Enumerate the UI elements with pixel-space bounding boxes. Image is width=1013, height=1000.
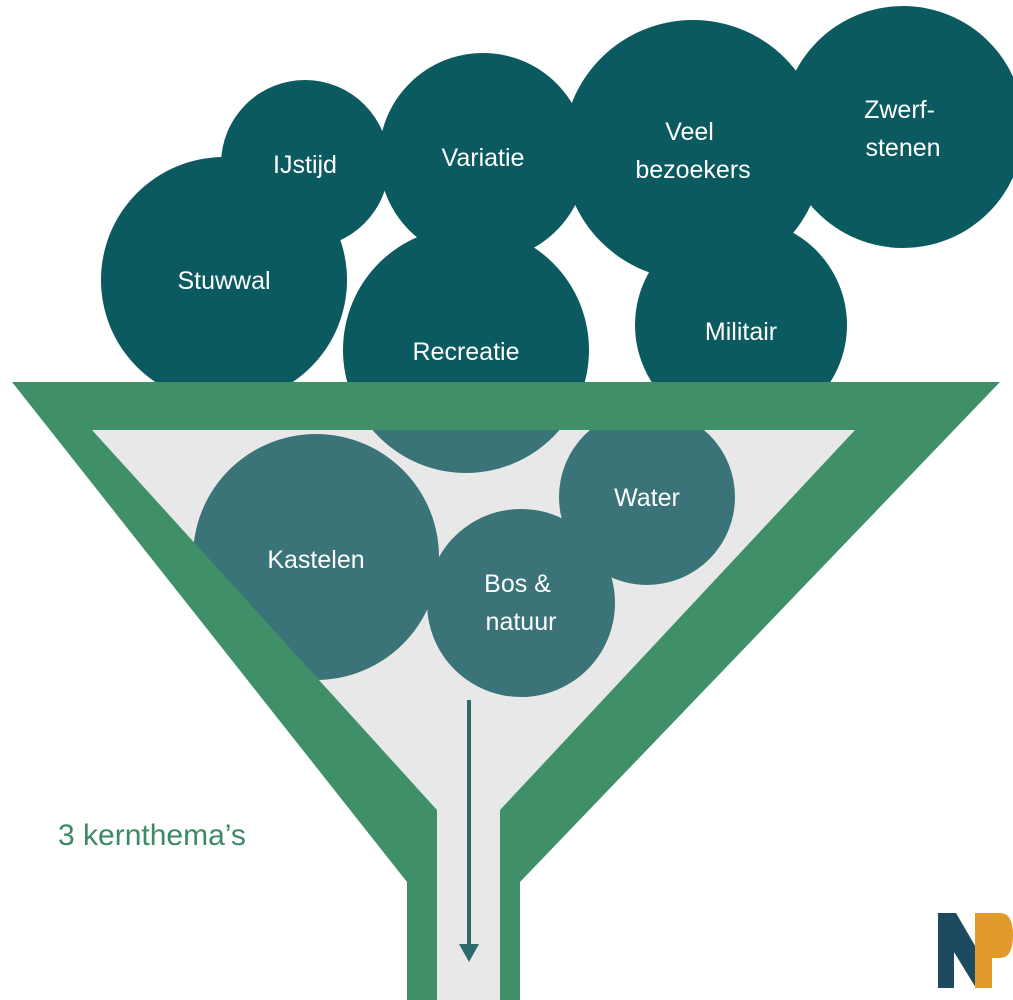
funnel-frame bbox=[12, 382, 1000, 1000]
bubble-militair-line-1: Militair bbox=[705, 318, 777, 346]
bubble-recreatie-label: Recreatie bbox=[413, 338, 520, 366]
bubble-kastelen-label: Kastelen bbox=[267, 546, 364, 574]
bubble-stuwwal-line-1: Stuwwal bbox=[177, 267, 270, 295]
bubble-kastelen-line-1: Kastelen bbox=[267, 546, 364, 574]
bubble-bos-natuur: Bos & natuur bbox=[427, 509, 615, 697]
bubble-veel-bezoekers-line-1: Veel bbox=[665, 118, 714, 146]
bubble-variatie: Variatie bbox=[379, 53, 587, 261]
np-logo-icon bbox=[938, 913, 1013, 988]
bubble-bos-natuur-label: Bos & natuur bbox=[484, 570, 558, 636]
bubble-variatie-circle bbox=[379, 53, 587, 261]
bubble-ijstijd-circle bbox=[221, 80, 389, 248]
bubble-ijstijd-label: IJstijd bbox=[273, 151, 337, 179]
bubble-stuwwal-label: Stuwwal bbox=[177, 267, 270, 295]
bubble-bos-natuur-line-2: natuur bbox=[486, 608, 557, 636]
bubble-militair-label: Militair bbox=[705, 318, 777, 346]
bubble-ijstijd-line-1: IJstijd bbox=[273, 151, 337, 179]
bubble-militair-circle bbox=[635, 219, 847, 431]
bubble-zwerfstenen: Zwerf- stenen bbox=[782, 6, 1013, 248]
bubble-variatie-label: Variatie bbox=[442, 144, 525, 172]
bubble-water: Water bbox=[559, 409, 735, 585]
bubble-recreatie: Recreatie bbox=[343, 227, 589, 473]
bubble-recreatie-circle bbox=[343, 227, 589, 382]
bubble-veel-bezoekers-label: Veel bezoekers bbox=[635, 118, 750, 184]
bubble-militair: Militair bbox=[635, 219, 847, 431]
caption-kernthemas: 3 kernthema’s bbox=[58, 819, 246, 852]
bubble-zwerfstenen-line-1: Zwerf- bbox=[864, 96, 935, 124]
down-arrow-icon bbox=[459, 700, 479, 962]
bubble-ijstijd: IJstijd bbox=[221, 80, 389, 248]
bubble-water-circle bbox=[559, 409, 735, 585]
bubble-water-label: Water bbox=[614, 484, 680, 512]
bubble-zwerfstenen-line-2: stenen bbox=[865, 134, 940, 162]
bubble-bos-natuur-line-1: Bos & bbox=[484, 570, 551, 598]
bubble-veel-bezoekers-line-2: bezoekers bbox=[635, 156, 750, 184]
bubble-variatie-line-1: Variatie bbox=[442, 144, 525, 172]
bubble-zwerfstenen-label: Zwerf- stenen bbox=[864, 96, 942, 162]
bubble-zwerfstenen-circle bbox=[782, 6, 1013, 248]
bubble-recreatie-line-1: Recreatie bbox=[413, 338, 520, 366]
bubble-veel-bezoekers-circle bbox=[563, 20, 823, 280]
bubble-water-line-1: Water bbox=[614, 484, 680, 512]
bubble-veel-bezoekers: Veel bezoekers bbox=[563, 20, 823, 280]
bubble-bos-natuur-circle bbox=[427, 509, 615, 697]
